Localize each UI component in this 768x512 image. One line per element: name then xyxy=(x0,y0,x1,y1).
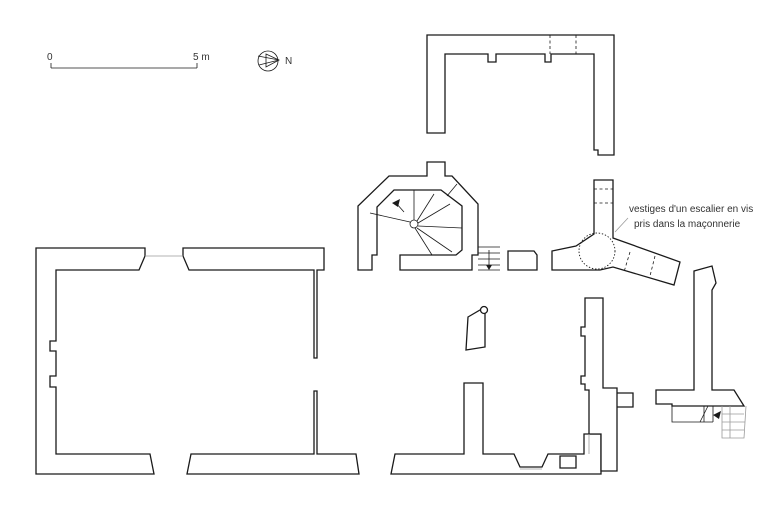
north-wing xyxy=(426,34,615,156)
pillar-cap xyxy=(479,305,489,315)
annotation-line-1: vestiges d'un escalier en vis xyxy=(629,204,753,215)
east-wing xyxy=(655,265,747,439)
north-label: N xyxy=(285,56,292,67)
scale-start-label: 0 xyxy=(47,52,53,63)
west-building xyxy=(35,247,360,475)
pillar xyxy=(465,309,486,351)
ruined-stair xyxy=(551,179,681,286)
central-building xyxy=(390,297,634,475)
spiral-stair-tower xyxy=(357,161,479,271)
scale-bar: 0 5 m xyxy=(47,52,210,69)
scale-end-label: 5 m xyxy=(193,52,210,63)
north-arrow-icon: N xyxy=(257,50,292,72)
passage-steps xyxy=(478,246,500,271)
annotation-label: vestiges d'un escalier en vis pris dans … xyxy=(629,204,753,230)
wall-block xyxy=(507,250,538,271)
annotation-line-2: pris dans la maçonnerie xyxy=(634,219,741,230)
